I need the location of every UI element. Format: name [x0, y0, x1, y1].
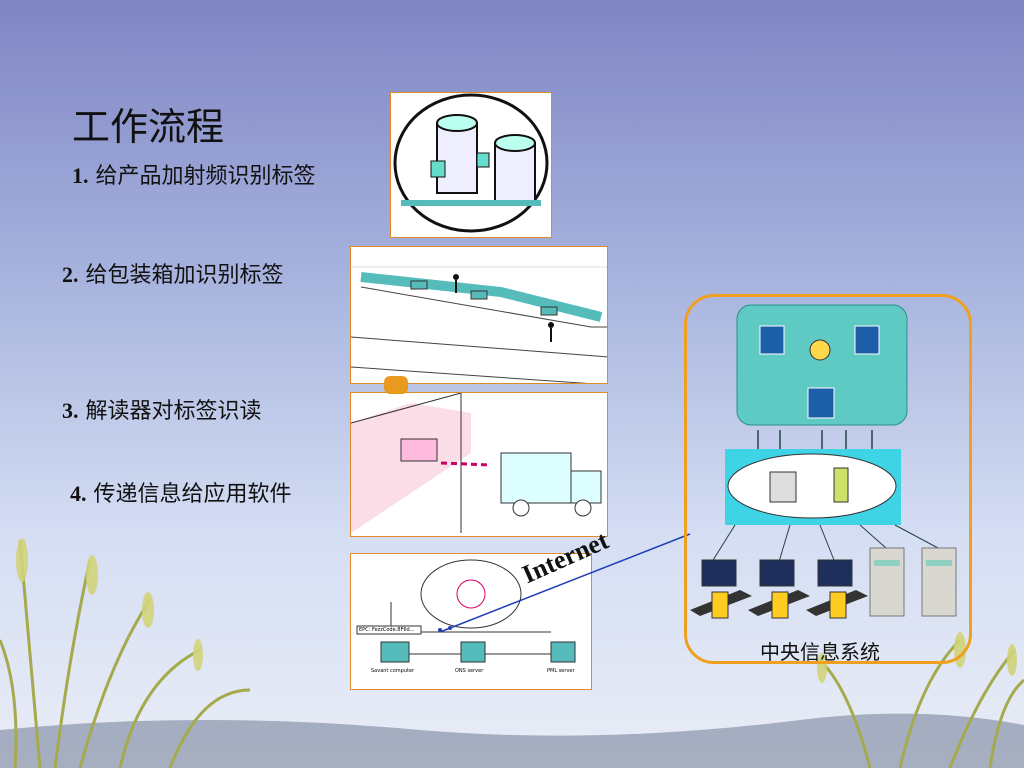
- savant-label: Savant computer: [371, 668, 415, 674]
- step-2-number: 2.: [62, 262, 79, 287]
- product-tag-drawing: [393, 93, 549, 233]
- step-4: 4. 传递信息给应用软件: [70, 476, 292, 508]
- network-drawing: [356, 559, 576, 663]
- step-3-number: 3.: [62, 398, 79, 423]
- central-system-label: 中央信息系统: [760, 640, 880, 664]
- step-4-text: 传递信息给应用软件: [93, 482, 292, 507]
- pml-label: PML server: [547, 668, 575, 674]
- network-illustration: EPC: FezzCode.8F6d... Savant computer ON…: [350, 553, 592, 690]
- reader-illustration: [350, 392, 608, 537]
- product-tag-illustration: [390, 92, 552, 238]
- central-system-frame: [684, 294, 972, 664]
- step-1-number: 1.: [72, 163, 89, 188]
- conveyor-drawing: [351, 266, 607, 383]
- slide-title: 工作流程: [72, 105, 225, 149]
- step-3: 3. 解读器对标签识读: [62, 393, 262, 425]
- step-2: 2. 给包装箱加识别标签: [62, 257, 284, 289]
- ons-label: ONS server: [455, 668, 484, 674]
- step-1-text: 给产品加射频识别标签: [95, 164, 316, 189]
- step-3-text: 解读器对标签识读: [85, 399, 262, 424]
- tag-icon: [384, 376, 408, 394]
- step-2-text: 给包装箱加识别标签: [85, 263, 284, 288]
- step-4-number: 4.: [70, 481, 87, 506]
- packaging-tag-illustration: [350, 246, 608, 384]
- step-1: 1. 给产品加射频识别标签: [72, 158, 316, 190]
- reader-drawing: [351, 393, 602, 533]
- epc-label: EPC: FezzCode.8F6d...: [359, 627, 415, 633]
